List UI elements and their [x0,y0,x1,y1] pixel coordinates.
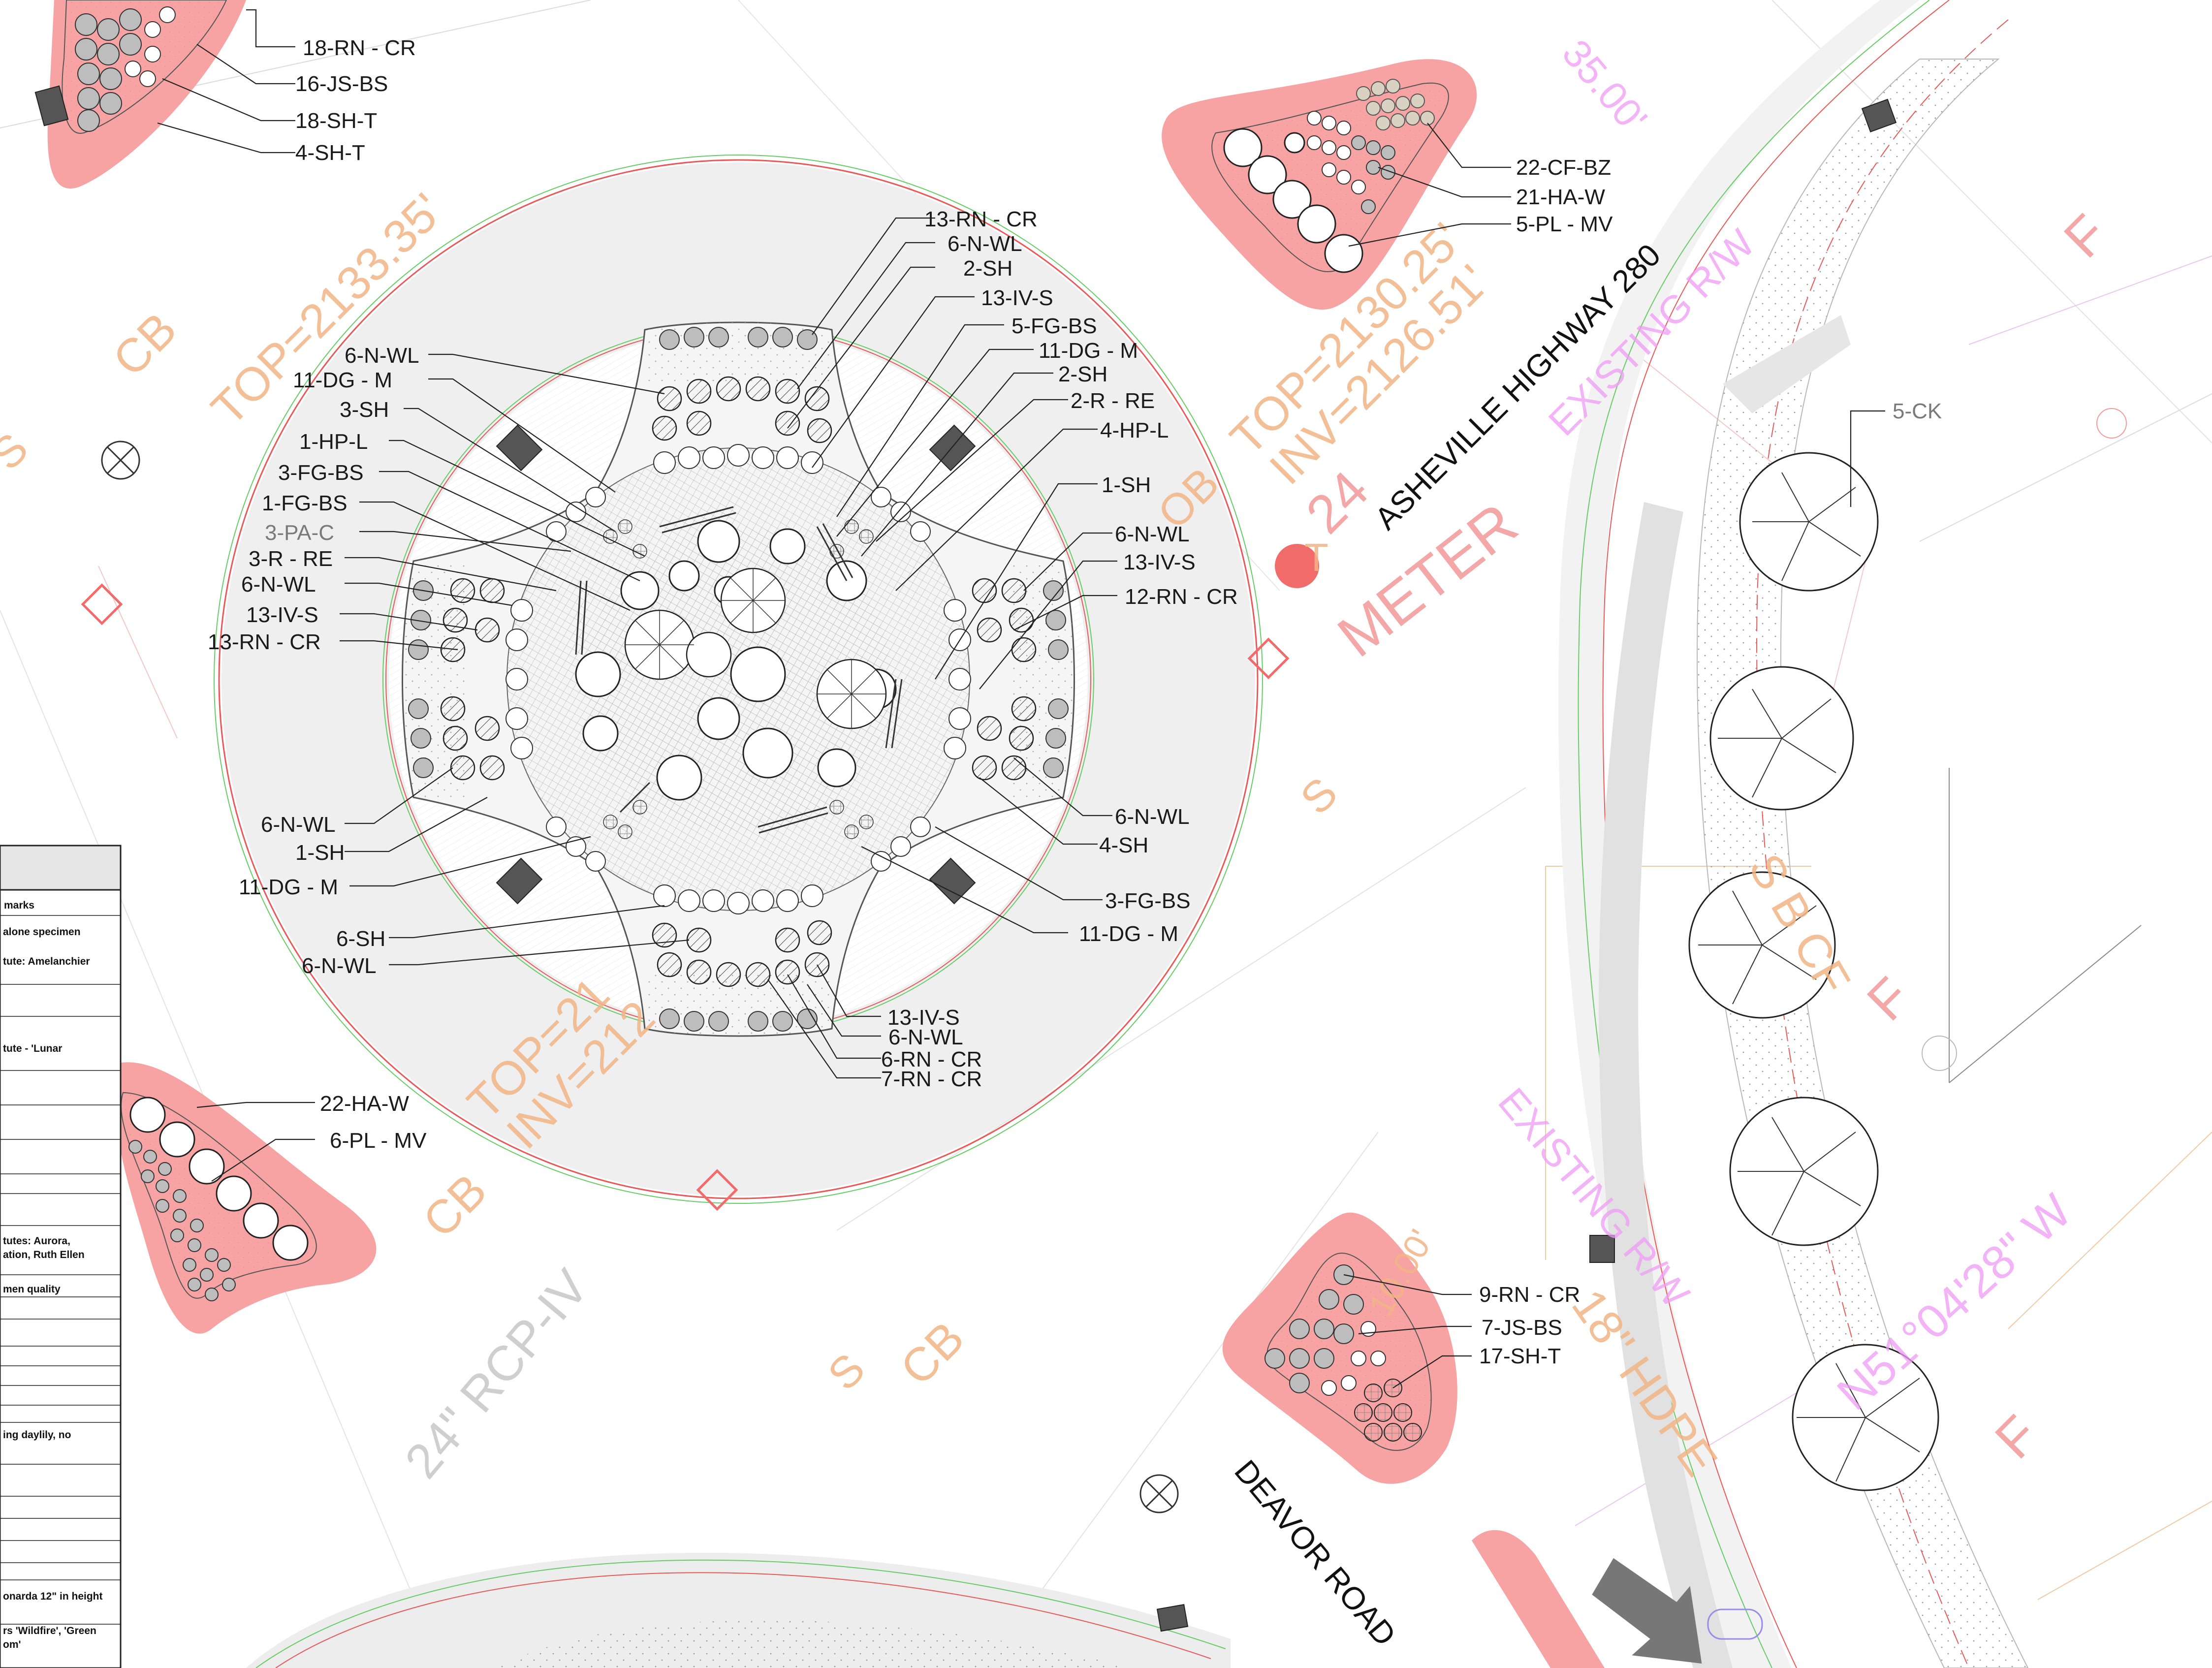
callout-tl-4: 4-SH-T [295,141,365,165]
callout-clr-2: 4-SH [1099,833,1148,857]
callout-bottom-1: 9-RN - CR [1479,1283,1580,1307]
callout-cb-1: 13-IV-S [887,1006,960,1030]
callout-median-tree: 5-CK [1893,399,1942,423]
callout-tc-3: 5-PL - MV [1516,212,1613,236]
roundabout-main [214,155,1263,1204]
dim-35: 35.00' [1554,31,1656,141]
cb-label-3: CB [890,1312,974,1395]
callout-bottom-3: 17-SH-T [1479,1344,1561,1368]
s-mark-1: S [0,424,38,479]
callout-cl-2: 11-DG - M [293,368,392,392]
callout-cl-4: 1-HP-L [299,430,368,454]
rcp-label: 24" RCP-IV [394,1259,599,1489]
center-large-shrubs [575,520,897,801]
benches [575,506,903,834]
callout-ctr-5: 5-FG-BS [1011,314,1097,338]
callout-left-2: 6-PL - MV [330,1129,427,1153]
t-mark: T [1304,535,1328,579]
cb-label-1: CB [103,303,187,386]
callout-bottom-2: 7-JS-BS [1482,1316,1562,1340]
callout-cl-6: 1-FG-BS [262,491,348,515]
f-mark-1: F [2053,203,2118,269]
callout-tl-1: 18-RN - CR [303,36,416,60]
deavor-road-label: DEAVOR ROAD [1228,1453,1403,1653]
callout-cl-9: 6-N-WL [241,572,316,597]
planting-bed-bottom [1222,1212,1457,1484]
plant-schedule-table: marks alone specimen tute: Amelanchier t… [0,845,122,1668]
planting-bed-top-center [1162,59,1477,310]
callout-cll-1: 6-N-WL [261,813,336,837]
callout-cl-5: 3-FG-BS [278,461,364,485]
callout-ctr-7: 2-SH [1058,362,1107,386]
callout-cr-2: 13-IV-S [1123,550,1196,574]
callout-tl-2: 16-JS-BS [295,72,388,96]
shrub-ring-white [506,444,971,914]
callout-left-1: 22-HA-W [320,1092,409,1116]
callout-cl-7: 3-PA-C [265,521,334,545]
planting-bed-top-left [34,0,246,189]
table-row-6: men quality [3,1284,61,1295]
table-row-8: onarda 12" in height [3,1591,102,1602]
callout-ctr-3: 2-SH [963,256,1012,281]
callout-cll-5: 6-N-WL [302,954,377,978]
callout-ctr-8: 2-R - RE [1071,389,1155,413]
plant-callouts: 18-RN - CR 16-JS-BS 18-SH-T 4-SH-T 22-CF… [208,36,1942,1368]
perennial-grid-clusters [603,519,874,839]
callout-clr-1: 6-N-WL [1115,805,1190,829]
callout-cll-3: 11-DG - M [239,875,338,899]
callout-tc-1: 22-CF-BZ [1516,156,1611,180]
callout-clr-3: 3-FG-BS [1105,889,1191,913]
callout-ctr-1: 13-RN - CR [924,207,1038,231]
callout-cll-2: 1-SH [295,841,345,865]
leader-lines [157,9,1885,1388]
s-mark-3: S [819,1344,874,1400]
f-mark-2: F [1856,966,1922,1032]
callout-ctr-4: 13-IV-S [981,286,1053,310]
callout-cr-3: 12-RN - CR [1125,585,1238,609]
table-row-10: om' [3,1639,21,1650]
table-row-1: alone specimen [3,926,81,938]
callout-ctr-9: 4-HP-L [1100,418,1169,442]
table-header: marks [4,900,34,911]
callout-cl-3: 3-SH [340,398,389,422]
callout-clr-4: 11-DG - M [1079,922,1178,946]
table-row-9: rs 'Wildfire', 'Green [3,1625,96,1637]
callout-ctr-2: 6-N-WL [948,232,1022,256]
table-row-5: ation, Ruth Ellen [3,1249,85,1260]
callout-cb-2: 6-N-WL [888,1025,963,1049]
callout-tl-3: 18-SH-T [295,109,377,133]
table-row-2: tute: Amelanchier [3,956,90,967]
callout-ctr-6: 11-DG - M [1039,339,1138,363]
bottom-roundabout [246,1530,1763,1668]
callout-cl-11: 13-RN - CR [208,630,321,654]
table-row-7: ing daylily, no [3,1429,71,1441]
callout-cl-8: 3-R - RE [249,547,333,571]
callout-ctr-10: 1-SH [1102,473,1151,497]
table-row-4: tutes: Aurora, [3,1235,70,1247]
f-mark-3: F [1984,1404,2050,1470]
callout-cl-10: 13-IV-S [246,603,318,627]
callout-cll-4: 6-SH [336,927,385,951]
callout-cl-1: 6-N-WL [345,344,419,368]
cb-label-2: CB [413,1164,497,1248]
callout-cb-4: 7-RN - CR [881,1067,982,1091]
s-mark-2: S [1291,768,1347,824]
callout-cr-1: 6-N-WL [1115,522,1190,546]
callout-cb-3: 6-RN - CR [881,1047,982,1071]
planting-bed-left [115,1062,377,1334]
table-row-3: tute - 'Lunar [3,1043,62,1054]
light-fixtures [496,424,976,905]
utility-symbols [81,98,2127,1513]
callout-tc-2: 21-HA-W [1516,185,1605,209]
shrub-ring-gray [408,327,1069,1032]
